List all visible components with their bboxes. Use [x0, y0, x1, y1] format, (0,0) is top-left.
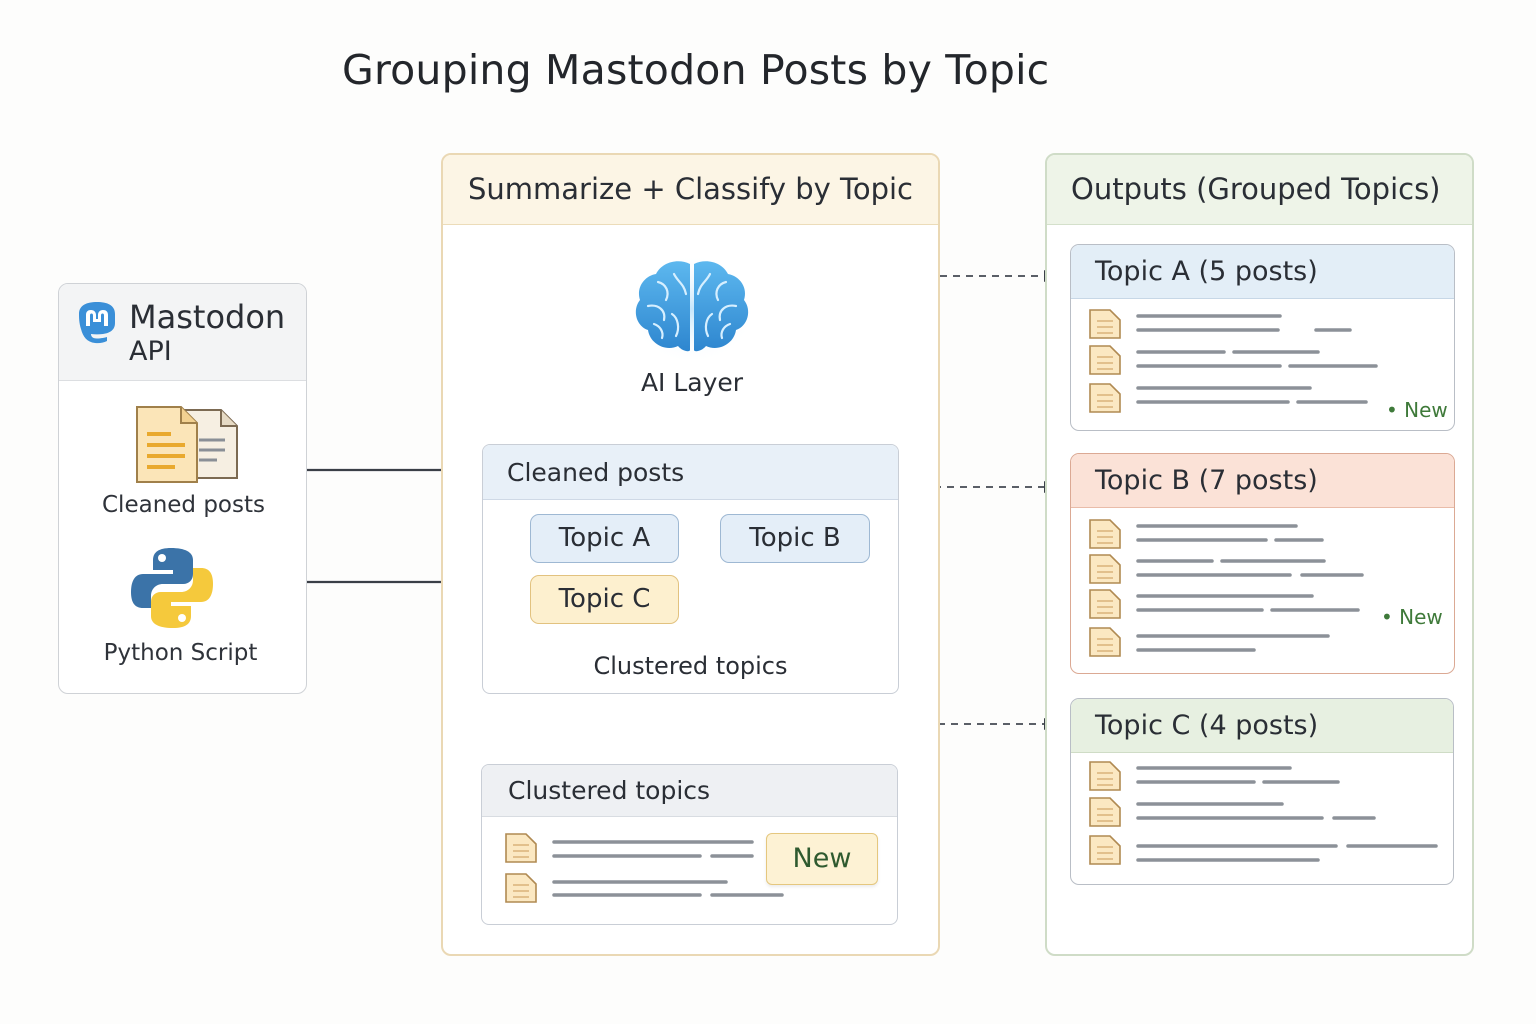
topic-c-card: Topic C (4 posts)	[1070, 698, 1454, 885]
topic-a-card: Topic A (5 posts)	[1070, 244, 1455, 431]
processing-header: Summarize + Classify by Topic	[443, 155, 938, 225]
python-logo-icon	[131, 548, 213, 628]
clustered-topics-header: Clustered topics	[482, 765, 897, 817]
topic-b-new-marker: • New	[1381, 605, 1443, 629]
diagram-title: Grouping Mastodon Posts by Topic	[342, 46, 1050, 94]
topic-a-header: Topic A (5 posts)	[1071, 245, 1454, 299]
brain-icon	[628, 254, 756, 364]
clustered-topics-caption: Clustered topics	[593, 652, 788, 680]
cleaned-posts-label: Cleaned posts	[102, 492, 265, 518]
topic-c-title: Topic C (4 posts)	[1095, 710, 1319, 741]
python-script-label: Python Script	[103, 640, 258, 666]
clustered-topics-title: Clustered topics	[508, 776, 711, 805]
topic-c-header: Topic C (4 posts)	[1071, 699, 1453, 753]
cleaned-posts-box: Cleaned posts Clustered topics	[482, 444, 899, 694]
mastodon-api-card: Mastodon API Cleaned posts Python Script	[58, 283, 307, 694]
new-badge: New	[766, 833, 878, 885]
mastodon-subtitle: API	[129, 336, 172, 367]
topic-a-title: Topic A (5 posts)	[1095, 256, 1318, 287]
topic-chip-a: Topic A	[530, 514, 679, 563]
cleaned-posts-header: Cleaned posts	[483, 445, 898, 500]
ai-layer-label: AI Layer	[640, 368, 744, 397]
mastodon-title: Mastodon	[129, 298, 286, 336]
processing-title: Summarize + Classify by Topic	[468, 172, 913, 206]
mastodon-logo-icon	[79, 302, 115, 344]
outputs-header: Outputs (Grouped Topics)	[1047, 155, 1472, 225]
topic-chip-b: Topic B	[720, 514, 870, 563]
topic-b-title: Topic B (7 posts)	[1095, 465, 1318, 496]
topic-b-card: Topic B (7 posts)	[1070, 453, 1455, 674]
clustered-topics-box: Clustered topics	[481, 764, 898, 925]
topic-chip-c: Topic C	[530, 575, 679, 624]
documents-icon	[136, 406, 238, 483]
topic-a-new-marker: • New	[1386, 398, 1448, 422]
topic-b-header: Topic B (7 posts)	[1071, 454, 1454, 508]
outputs-title: Outputs (Grouped Topics)	[1071, 172, 1441, 206]
cleaned-posts-title: Cleaned posts	[507, 458, 685, 487]
